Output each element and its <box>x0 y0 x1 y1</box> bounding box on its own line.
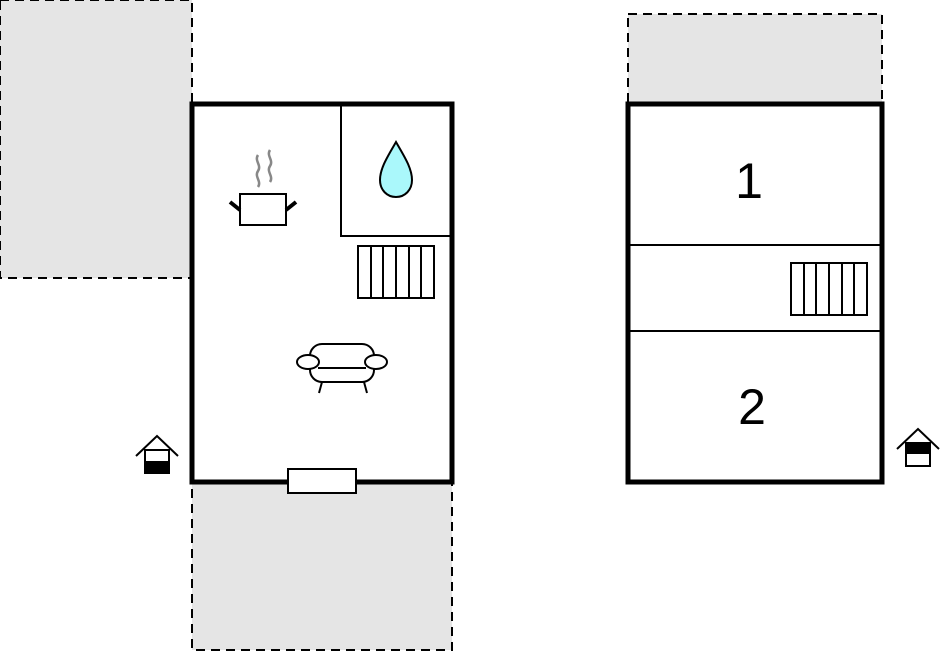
floor-level-house-icon <box>896 427 940 467</box>
staircase-icon <box>790 262 868 316</box>
cooking-pot-icon <box>228 149 298 226</box>
bedroom-2-label: 2 <box>738 379 766 435</box>
staircase-icon <box>357 245 435 299</box>
bedroom-1-label: 1 <box>735 153 763 209</box>
terrace-bottom <box>191 481 453 651</box>
bathroom <box>340 103 453 237</box>
water-drop-icon <box>378 139 414 199</box>
terrace-upper <box>627 13 883 105</box>
terrace-top-left <box>0 0 193 279</box>
entrance-door <box>287 468 357 494</box>
sofa-icon <box>296 343 388 394</box>
entrance-house-icon <box>135 434 179 474</box>
